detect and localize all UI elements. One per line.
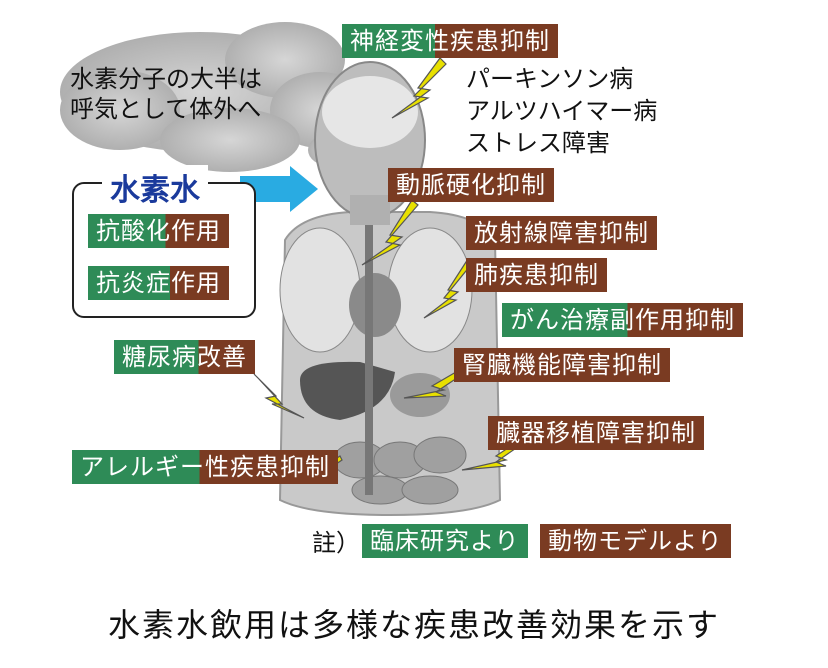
bolt-lung-icon xyxy=(423,261,471,319)
neuro-disease-1: パーキンソン病 xyxy=(466,65,634,93)
antioxidant-label: 抗酸化作用 xyxy=(88,214,229,248)
legend-clinical: 臨床研究より xyxy=(362,524,528,558)
neuro-disease-3: ストレス障害 xyxy=(466,129,610,157)
label-lung-disease: 肺疾患抑制 xyxy=(466,258,607,292)
label-kidney: 腎臓機能障害抑制 xyxy=(454,348,670,382)
bolt-arterio-icon xyxy=(361,199,419,266)
breath-cloud xyxy=(60,22,370,172)
label-radiation: 放射線障害抑制 xyxy=(466,216,657,250)
bolt-neuro-icon xyxy=(391,57,447,119)
breath-note-line2: 呼気として体外へ xyxy=(70,95,262,123)
legend-animal: 動物モデルより xyxy=(540,524,731,558)
anti-inflammatory-label: 抗炎症作用 xyxy=(88,266,229,300)
legend-note: 註） xyxy=(312,529,360,557)
label-neurodegenerative: 神経変性疾患抑制 xyxy=(342,24,558,58)
hydrogen-water-title: 水素水 xyxy=(102,165,208,209)
torso-illustration xyxy=(278,61,502,517)
label-diabetes: 糖尿病改善 xyxy=(114,340,255,374)
label-arteriosclerosis: 動脈硬化抑制 xyxy=(388,168,554,202)
neuro-disease-2: アルツハイマー病 xyxy=(466,97,658,125)
breath-note-line1: 水素分子の大半は xyxy=(70,65,262,93)
label-allergy: アレルギー性疾患抑制 xyxy=(72,450,338,484)
figure-caption: 水素水飲用は多様な疾患改善効果を示す xyxy=(107,606,720,644)
bolt-diabetes-icon xyxy=(253,373,305,419)
label-transplant: 臓器移植障害抑制 xyxy=(488,416,704,450)
label-cancer-side-effects: がん治療副作用抑制 xyxy=(502,303,743,337)
